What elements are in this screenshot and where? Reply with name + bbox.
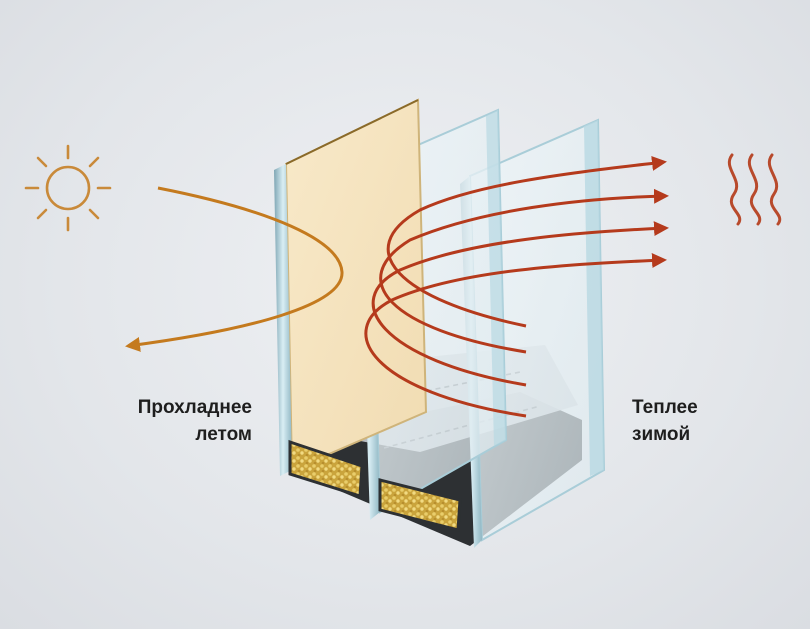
desiccant-spacer-right [378,478,462,532]
caption-left-line-1: Прохладнее [137,397,252,418]
heat-ray-2 [379,188,669,354]
glass-unit [274,98,606,548]
caption-left-line-2: летом [195,424,252,445]
caption-cooler-in-summer: Прохладнее летом [138,394,252,448]
heat-ray-1 [386,155,667,328]
sun-icon [24,144,112,232]
desiccant-spacer-left [288,439,364,499]
heat-waves-icon [728,153,782,226]
heat-ray-3 [371,221,669,387]
caption-warmer-in-winter: Теплее зимой [632,394,698,448]
glass-pane-coated [274,98,428,476]
heat-rays [364,155,669,418]
heat-ray-4 [364,253,667,418]
reflected-sun-ray [125,186,344,352]
caption-right-line-1: Теплее [632,397,698,418]
caption-right-line-2: зимой [632,424,691,445]
